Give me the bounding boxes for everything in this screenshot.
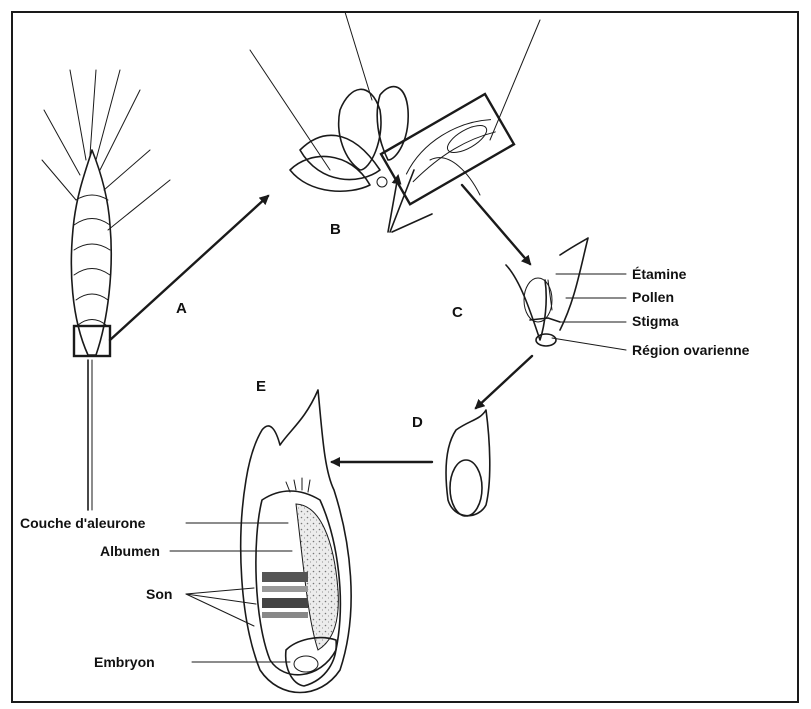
label-etamine: Étamine — [632, 266, 687, 282]
label-pollen: Pollen — [632, 289, 674, 305]
young-grain-illustration — [446, 410, 490, 516]
arrow-a-to-b — [110, 196, 268, 340]
wheat-ear-illustration — [42, 70, 170, 510]
label-son: Son — [146, 586, 172, 602]
label-couche-aleurone: Couche d'aleurone — [20, 515, 146, 531]
stage-label-a: A — [176, 300, 187, 317]
stage-label-b: B — [330, 221, 341, 238]
stage-label-d: D — [412, 414, 423, 431]
stage-label-e: E — [256, 378, 266, 395]
floret-illustration — [506, 238, 626, 350]
arrow-c-to-d — [476, 356, 532, 408]
stage-label-c: C — [452, 304, 463, 321]
spikelet-illustration — [250, 12, 540, 232]
mature-grain-illustration — [170, 390, 351, 693]
label-albumen: Albumen — [100, 543, 160, 559]
arrow-b-to-c — [462, 185, 530, 264]
label-region-ovarienne: Région ovarienne — [632, 342, 750, 358]
label-stigma: Stigma — [632, 313, 679, 329]
label-embryon: Embryon — [94, 654, 155, 670]
